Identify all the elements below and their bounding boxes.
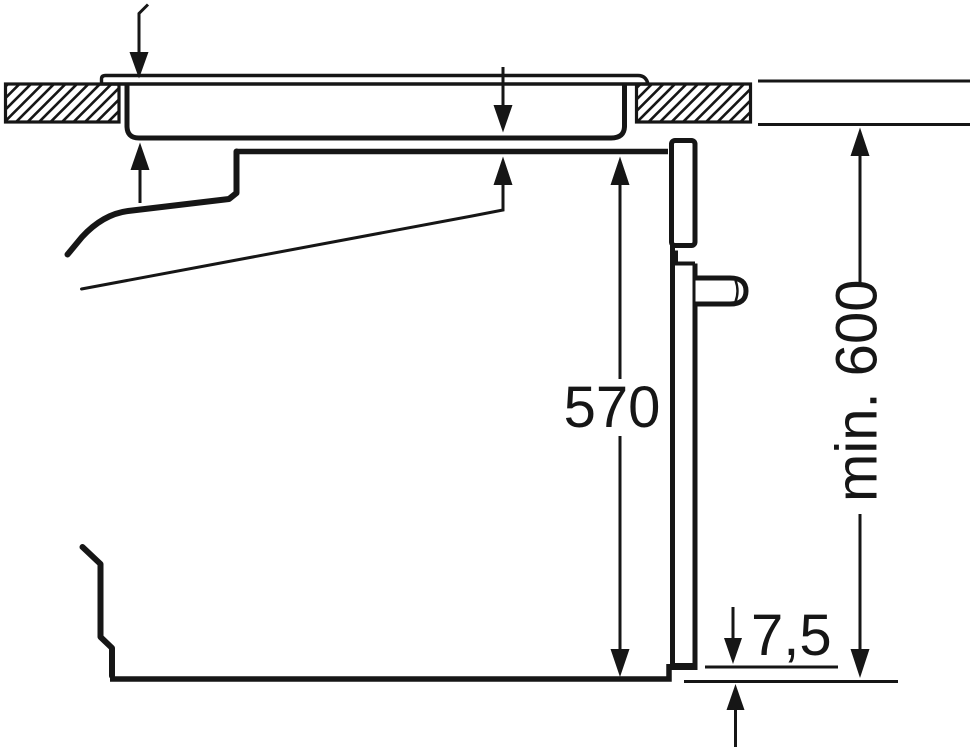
control-panel (669, 138, 698, 248)
arrow-up-icon (130, 142, 150, 170)
dimension-7-5: 7,5 (684, 603, 898, 747)
dimension-570: 570 (564, 156, 661, 677)
dimension-label-570: 570 (564, 375, 661, 440)
arrow-up-icon (850, 127, 870, 156)
dimension-clearance (493, 67, 513, 185)
clearance-leader-line (80, 183, 505, 291)
hob-top-arrow-tail (137, 3, 150, 53)
arrow-up-icon (610, 156, 630, 185)
arrow-up-icon (726, 684, 745, 710)
worktop (3, 79, 970, 126)
oven-rear-top-profile (64, 148, 240, 258)
door-handle-cap-line (734, 280, 739, 302)
arrow-down-icon (129, 52, 149, 79)
dimension-hob-height (129, 3, 150, 203)
hob-glass-panel (99, 73, 651, 86)
door-top-step (671, 250, 695, 266)
oven-front (669, 138, 749, 670)
dimension-min-600: min. 600 (825, 127, 890, 678)
door-handle (695, 275, 749, 307)
dimension-label-min-600: min. 600 (825, 280, 890, 502)
hob (99, 73, 651, 141)
dimension-label-7-5: 7,5 (751, 603, 832, 668)
worktop-right-hatched-section (634, 82, 753, 124)
arrow-down-icon (493, 105, 513, 133)
oven-rear-bottom-profile (79, 544, 115, 679)
arrow-down-icon (850, 649, 870, 678)
arrow-down-icon (724, 638, 742, 664)
worktop-left-hatched-section (3, 82, 121, 124)
hob-tub-outline (124, 84, 627, 141)
oven-body (64, 148, 672, 682)
arrow-down-icon (610, 649, 630, 677)
arrow-up-icon (493, 156, 513, 185)
oven-bottom-line (110, 664, 672, 682)
